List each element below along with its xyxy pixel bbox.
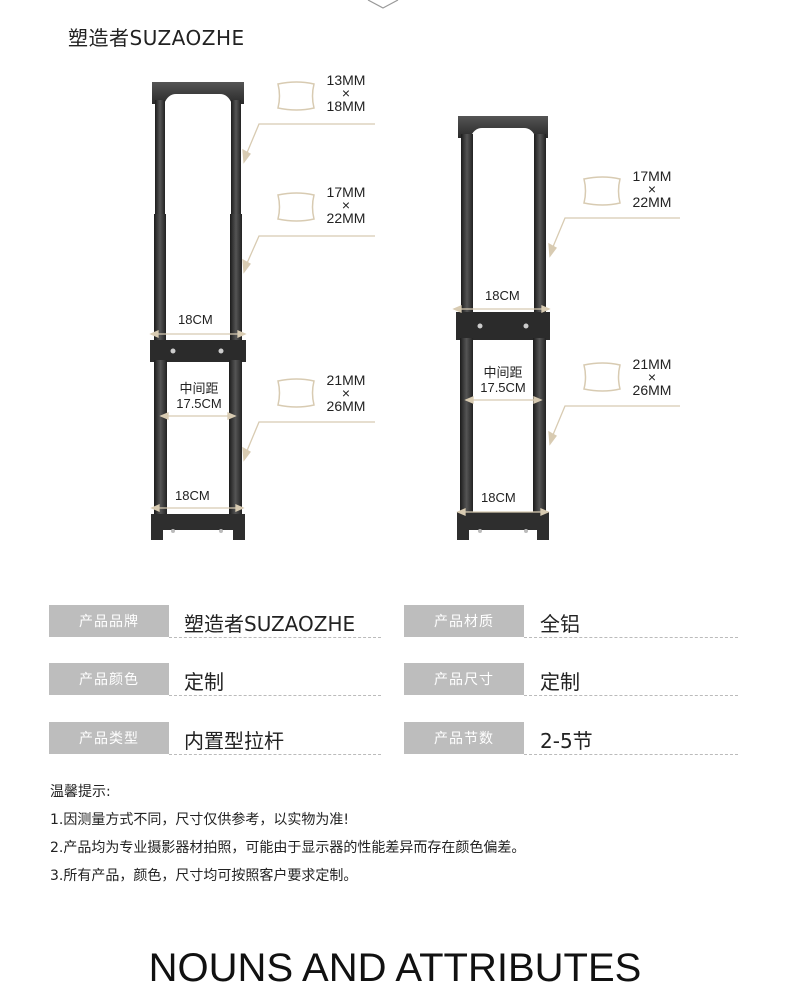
tip-item: 1.因测量方式不同，尺寸仅供参考，以实物为准! (50, 812, 349, 828)
spec-label: 产品尺寸 (404, 663, 524, 695)
dimension-arrows (149, 123, 680, 516)
trolley-handle-diagrams (149, 81, 680, 540)
section-title: NOUNS AND ATTRIBUTES (148, 946, 642, 990)
spec-value: 塑造者SUZAOZHE (184, 612, 356, 636)
divider (524, 695, 738, 696)
tip-item: 2.产品均为专业摄影器材拍照，可能由于显示器的性能差异而存在颜色偏差。 (50, 840, 526, 856)
spec-value: 内置型拉杆 (184, 729, 284, 753)
spec-value: 定制 (184, 670, 224, 694)
spec-row-size: 产品尺寸 (404, 663, 524, 695)
spec-label: 产品类型 (49, 722, 169, 754)
tip-item: 3.所有产品，颜色，尺寸均可按照客户要求定制。 (50, 868, 358, 884)
tube-size-3: 21MM×26MM (326, 372, 366, 414)
spec-label: 产品颜色 (49, 663, 169, 695)
width-bottom-label-2: 18CM (481, 490, 516, 505)
short-handle-drawing (456, 116, 550, 540)
tube-size-1: 13MM×18MM (326, 72, 366, 114)
divider (524, 754, 738, 755)
tube-size-2: 17MM×22MM (326, 184, 366, 226)
spec-label: 产品节数 (404, 722, 524, 754)
spec-label: 产品品牌 (49, 605, 169, 637)
spec-row-brand: 产品品牌 (49, 605, 169, 637)
spec-value: 2-5节 (540, 729, 593, 753)
divider (169, 695, 381, 696)
spec-row-type: 产品类型 (49, 722, 169, 754)
divider (169, 754, 381, 755)
spec-value: 全铝 (540, 612, 580, 636)
long-handle-drawing (150, 82, 246, 540)
tube-profile-icons (277, 81, 621, 408)
spec-row-material: 产品材质 (404, 605, 524, 637)
width-top-label-2: 18CM (485, 288, 520, 303)
tube-size-4: 17MM×22MM (632, 168, 672, 210)
tube-size-5: 21MM×26MM (632, 356, 672, 398)
divider (169, 637, 381, 638)
spec-row-color: 产品颜色 (49, 663, 169, 695)
width-bottom-label: 18CM (175, 488, 210, 503)
tips-heading: 温馨提示: (50, 784, 111, 800)
width-top-label: 18CM (178, 312, 213, 327)
divider (524, 637, 738, 638)
chevron-down-icon (367, 0, 399, 9)
tips-section: 温馨提示: 1.因测量方式不同，尺寸仅供参考，以实物为准! 2.产品均为专业摄影… (50, 778, 525, 890)
spec-label: 产品材质 (404, 605, 524, 637)
spec-value: 定制 (540, 670, 580, 694)
brand-title: 塑造者SUZAOZHE (68, 26, 245, 50)
spec-row-sections: 产品节数 (404, 722, 524, 754)
